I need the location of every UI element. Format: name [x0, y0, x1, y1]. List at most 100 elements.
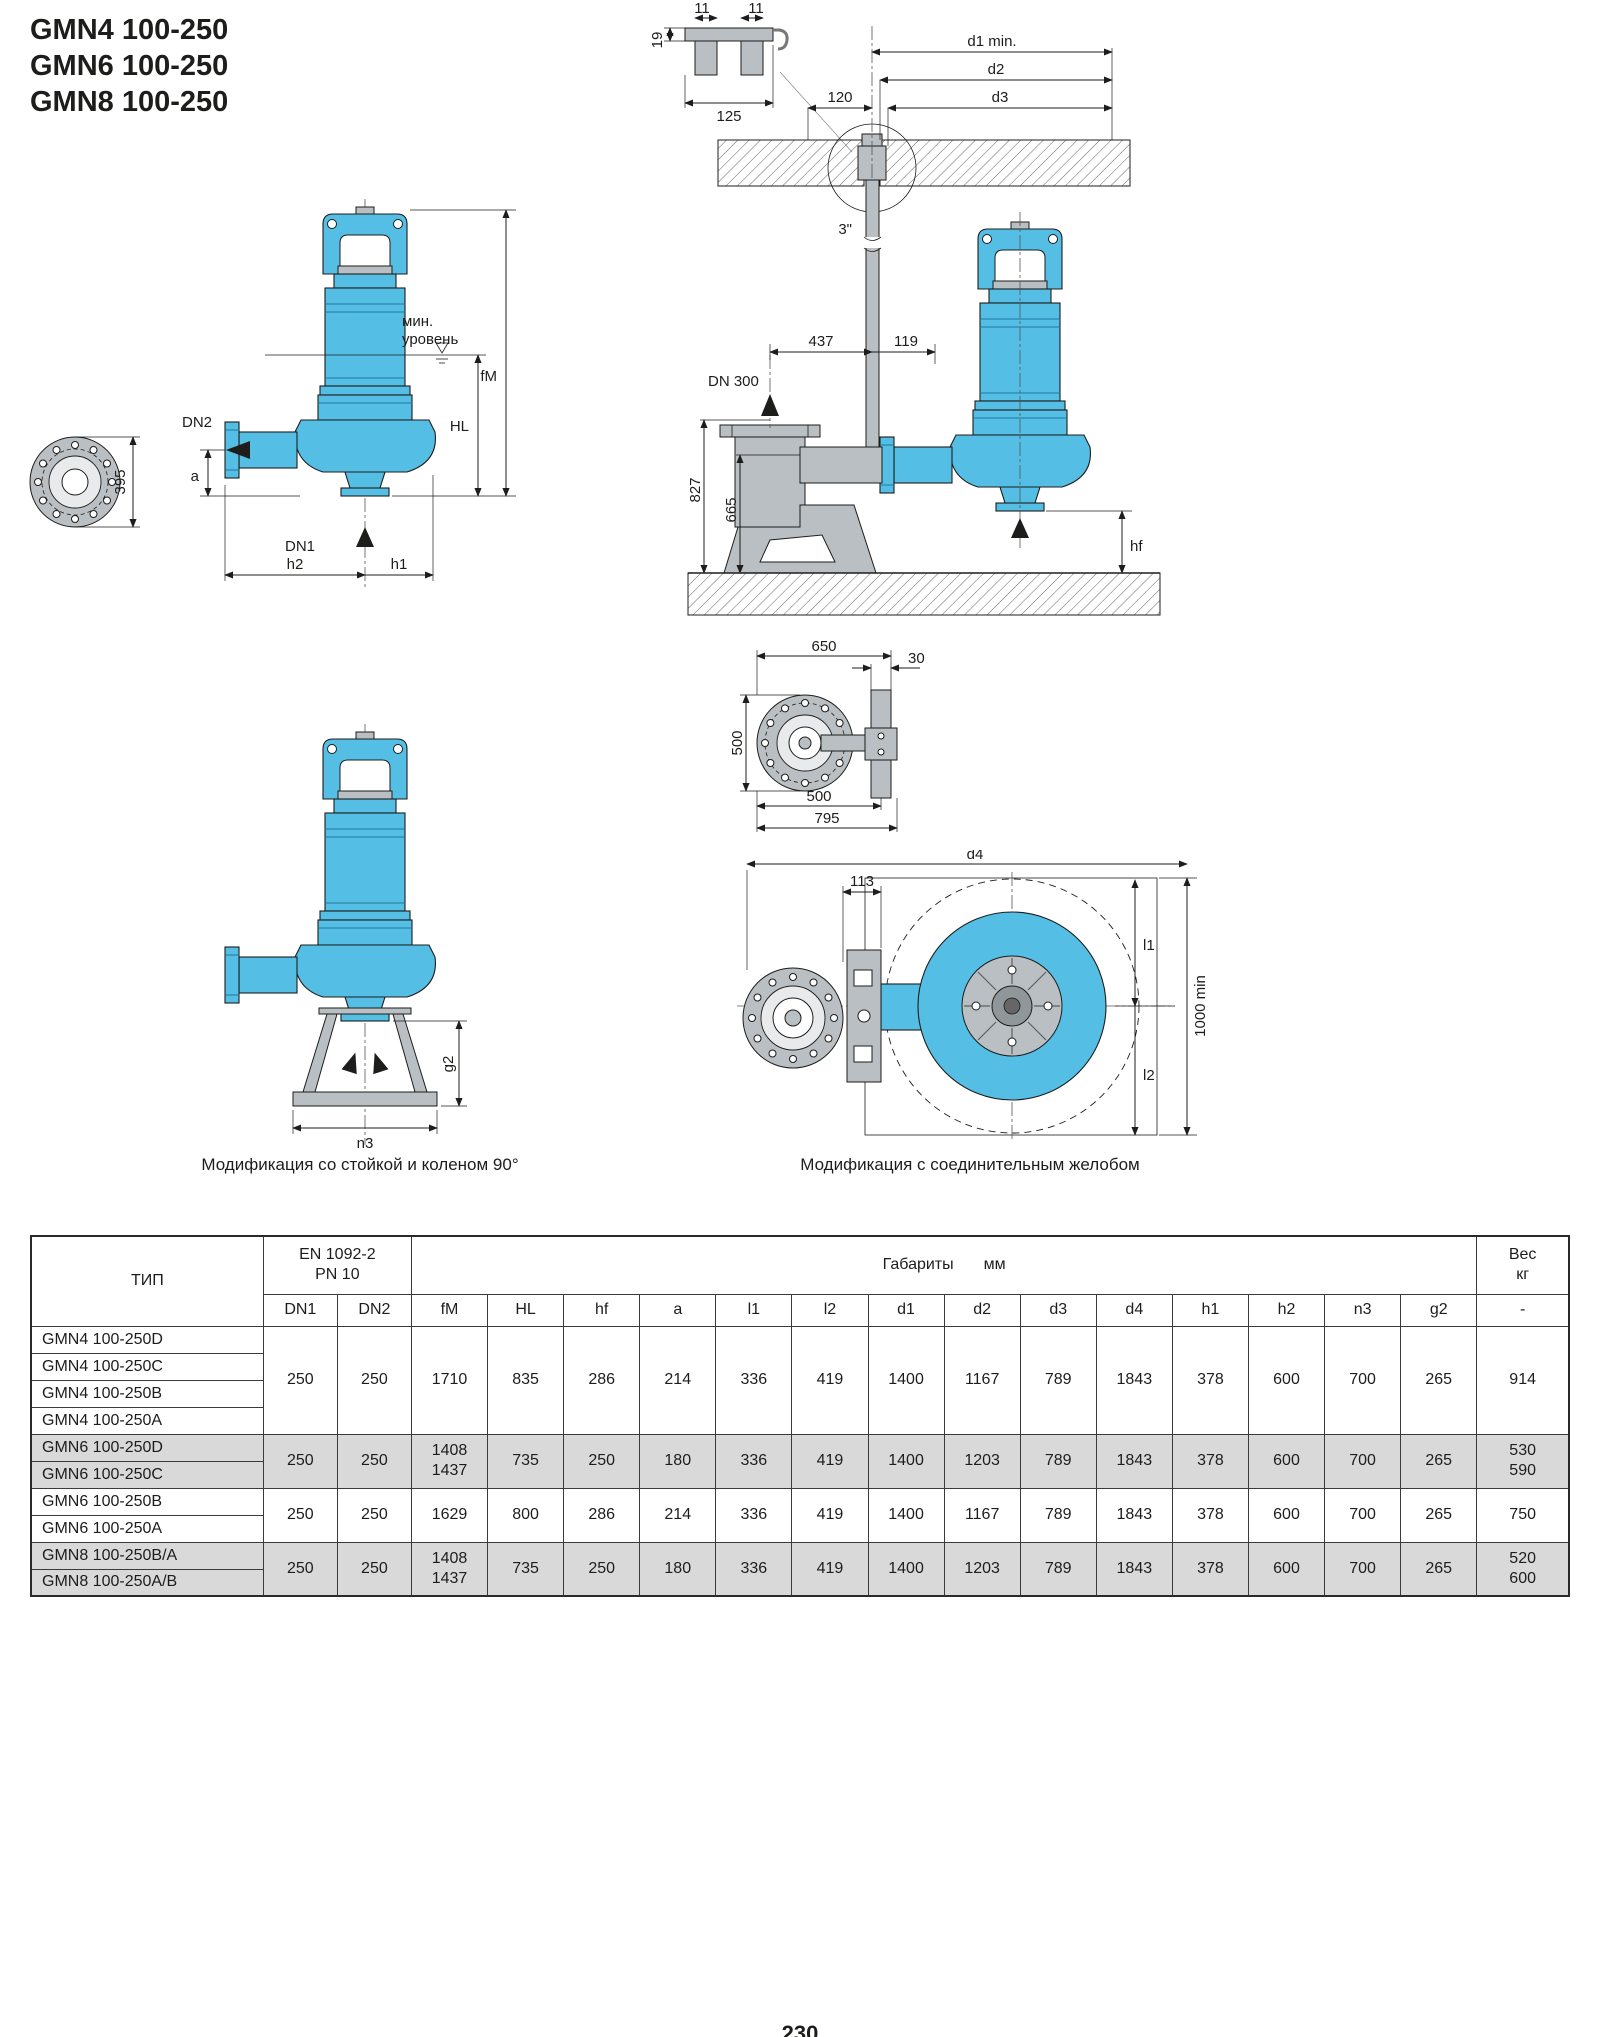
- col-header: hf: [563, 1293, 641, 1327]
- flange-ring: [756, 694, 854, 792]
- cell: 700: [1324, 1541, 1402, 1597]
- pump-body: [879, 221, 1091, 512]
- cell: 1843: [1095, 1433, 1173, 1489]
- cell: 1400: [867, 1433, 945, 1489]
- cell: 214: [639, 1325, 717, 1435]
- dim-label-500v: 500: [729, 730, 746, 755]
- cell: 1400: [867, 1487, 945, 1543]
- dim-label-g2: g2: [440, 1056, 457, 1073]
- suction-flange-top: [742, 967, 844, 1069]
- col-header: d2: [943, 1293, 1021, 1327]
- dim-g2: g2: [393, 1020, 467, 1107]
- cell: 419: [791, 1325, 869, 1435]
- col-header: l1: [715, 1293, 793, 1327]
- min-level-label: уровень: [402, 331, 458, 348]
- cell: 789: [1019, 1541, 1097, 1597]
- table-row: GMN8 100-250A/B: [30, 1568, 1569, 1597]
- cell: 789: [1019, 1433, 1097, 1489]
- caption-left: Модификация со стойкой и коленом 90°: [201, 1155, 519, 1174]
- dim-n3: n3: [292, 1110, 438, 1152]
- floor: [687, 572, 1161, 616]
- page-title: GMN6 100-250: [30, 50, 229, 82]
- stand-view: g2 n3: [224, 724, 467, 1152]
- flow-in-arrow: [356, 527, 374, 547]
- dim-label-395: 395: [112, 469, 129, 494]
- guide-claw-detail: 11 11 19 125: [649, 0, 853, 153]
- min-level-label: мин.: [402, 313, 433, 330]
- col-header: a: [639, 1293, 717, 1327]
- cell: 419: [791, 1433, 869, 1489]
- dim-label-119: 119: [894, 333, 918, 350]
- dim-label-d1min: d1 min.: [967, 33, 1016, 50]
- dim-label-h1: h1: [391, 556, 408, 573]
- dims-vertical: 827 665 hf: [687, 419, 1143, 574]
- dim-HL: HL: [450, 354, 486, 497]
- cell: 250: [563, 1433, 641, 1489]
- dim-label-hf: hf: [1130, 538, 1143, 555]
- cell: 336: [715, 1433, 793, 1489]
- cell: 265: [1400, 1325, 1478, 1435]
- dim-label-DN300: DN 300: [708, 373, 759, 390]
- cell: 835: [487, 1325, 565, 1435]
- table-row: GMN4 100-250C: [30, 1352, 1569, 1381]
- type-cell: GMN4 100-250B: [30, 1379, 264, 1408]
- cell: 419: [791, 1487, 869, 1543]
- dim-label-120: 120: [827, 89, 852, 106]
- cell: 250: [336, 1325, 412, 1435]
- type-cell: GMN8 100-250B/A: [30, 1541, 264, 1570]
- flow-out-arrow: [226, 441, 250, 459]
- cell: 336: [715, 1487, 793, 1543]
- cell: 286: [563, 1487, 641, 1543]
- dim-label-650: 650: [811, 640, 836, 655]
- cell: 180: [639, 1541, 717, 1597]
- col-header: h2: [1247, 1293, 1326, 1327]
- flow-in-arrow: [1011, 518, 1029, 538]
- table-row: GMN6 100-250A: [30, 1514, 1569, 1543]
- table-row: GMN4 100-250D 250 250 1710 835 286 214 3…: [30, 1325, 1570, 1435]
- dim-label-h2: h2: [287, 556, 304, 573]
- col-header: d1: [867, 1293, 945, 1327]
- cell: 214: [639, 1487, 717, 1543]
- cell: 1629: [410, 1487, 489, 1543]
- cell: 1203: [943, 1433, 1021, 1489]
- stand: [292, 1007, 438, 1107]
- cell: 600: [1247, 1541, 1326, 1597]
- col-header: d3: [1019, 1293, 1097, 1327]
- dim-fM: fM: [392, 209, 516, 497]
- table-row: GMN6 100-250B 250 250 1629 800 286 214 3…: [30, 1487, 1570, 1543]
- clamp: [820, 689, 898, 799]
- dim-label-fM: fM: [480, 368, 497, 385]
- table-row: GMN4 100-250B: [30, 1379, 1569, 1408]
- pump-top: [917, 911, 1107, 1101]
- col-header-dash: -: [1476, 1293, 1570, 1327]
- cell: 286: [563, 1325, 641, 1435]
- pump-side-view: мин. уровень fM HL DN2 a DN1: [182, 199, 516, 587]
- dim-label-30: 30: [908, 650, 925, 667]
- col-header: l2: [791, 1293, 869, 1327]
- dim-a: a: [191, 449, 300, 497]
- dims-top-view: d4 113 l1 l2 1000 min: [746, 850, 1209, 1136]
- cell: 265: [1400, 1433, 1478, 1489]
- dim-label-665: 665: [723, 497, 740, 522]
- dims-top: d1 min. d2 d3 120: [807, 26, 1113, 465]
- dim-label-19: 19: [649, 32, 666, 49]
- dim-395: 395: [75, 436, 140, 528]
- min-water-level: мин. уровень: [265, 313, 466, 364]
- page-number: 230: [781, 2021, 819, 2037]
- cell: 250: [262, 1541, 338, 1597]
- col-header: HL: [487, 1293, 565, 1327]
- cell: 700: [1324, 1433, 1402, 1489]
- dim-label-d4: d4: [967, 850, 984, 863]
- cell: 1710: [410, 1325, 489, 1435]
- cell: 700: [1324, 1487, 1402, 1543]
- clamp-top: [846, 949, 882, 1083]
- page-title: GMN4 100-250: [30, 14, 229, 46]
- top-view: d4 113 l1 l2 1000 min: [737, 850, 1209, 1140]
- discharge-flange-view: 395: [29, 436, 140, 528]
- cell: 600: [1247, 1325, 1326, 1435]
